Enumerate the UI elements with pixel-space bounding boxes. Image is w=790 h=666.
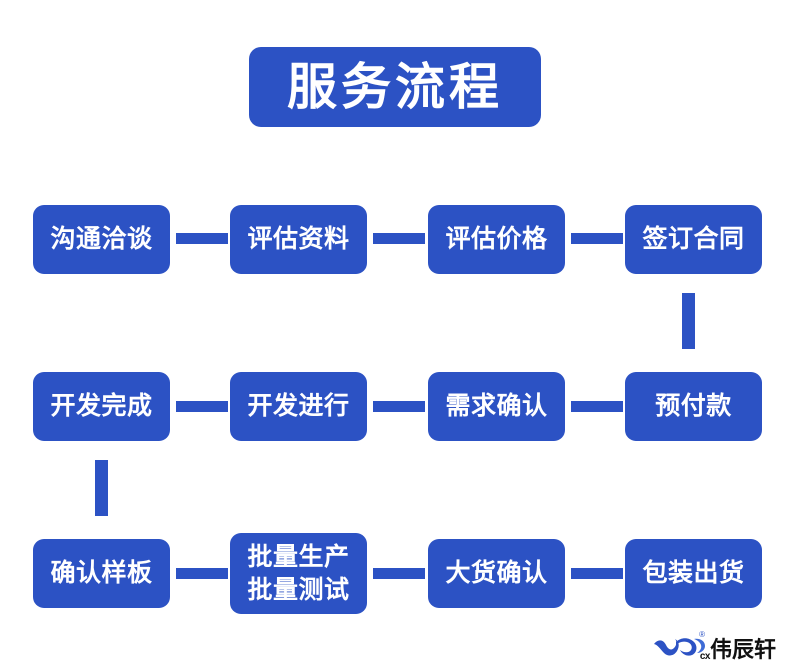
flow-node-r2c4[interactable]: 预付款	[625, 372, 762, 441]
connector-vertical-right	[682, 293, 695, 349]
connector-vertical-left	[95, 460, 108, 516]
flow-node-r2c1[interactable]: 开发完成	[33, 372, 170, 441]
flow-node-r3c3[interactable]: 大货确认	[428, 539, 565, 608]
flow-node-label: 预付款	[655, 392, 732, 421]
page-title: 服务流程	[287, 59, 503, 115]
flow-node-r3c2[interactable]: 批量生产 批量测试	[230, 533, 367, 614]
logo-swoosh-icon: ® cx	[652, 630, 711, 662]
connector-horizontal-r1-3	[571, 233, 623, 244]
flow-node-label: 包装出货	[642, 559, 745, 588]
flow-node-r2c3[interactable]: 需求确认	[428, 372, 565, 441]
flow-node-label: 确认样板	[50, 559, 153, 588]
flow-node-r3c1[interactable]: 确认样板	[33, 539, 170, 608]
flow-node-label: 大货确认	[445, 559, 548, 588]
connector-horizontal-r2-2	[373, 401, 425, 412]
registered-trademark-icon: ®	[699, 630, 705, 639]
flow-node-r1c4[interactable]: 签订合同	[625, 205, 762, 274]
connector-horizontal-r2-3	[571, 401, 623, 412]
flow-node-r1c3[interactable]: 评估价格	[428, 205, 565, 274]
flow-node-label: 沟通洽谈	[50, 225, 153, 254]
flow-node-label: 评估资料	[247, 225, 350, 254]
page-title-box: 服务流程	[249, 47, 541, 127]
brand-name: 伟辰轩	[710, 637, 777, 662]
flow-node-label: 签订合同	[642, 225, 745, 254]
flow-node-label: 批量生产 批量测试	[247, 543, 350, 604]
connector-horizontal-r3-3	[571, 568, 623, 579]
connector-horizontal-r1-1	[176, 233, 228, 244]
connector-horizontal-r1-2	[373, 233, 425, 244]
connector-horizontal-r3-1	[176, 568, 228, 579]
flow-node-label: 需求确认	[445, 392, 548, 421]
connector-horizontal-r2-1	[176, 401, 228, 412]
flow-node-label: 开发进行	[247, 392, 350, 421]
flow-node-r1c1[interactable]: 沟通洽谈	[33, 205, 170, 274]
flow-node-label: 开发完成	[50, 392, 153, 421]
logo-sub-mark: cx	[699, 651, 711, 662]
connector-horizontal-r3-2	[373, 568, 425, 579]
flow-node-label: 评估价格	[445, 225, 548, 254]
flow-node-r3c4[interactable]: 包装出货	[625, 539, 762, 608]
flow-node-r1c2[interactable]: 评估资料	[230, 205, 367, 274]
flow-node-r2c2[interactable]: 开发进行	[230, 372, 367, 441]
brand-logo: ® cx 伟辰轩	[652, 628, 784, 662]
